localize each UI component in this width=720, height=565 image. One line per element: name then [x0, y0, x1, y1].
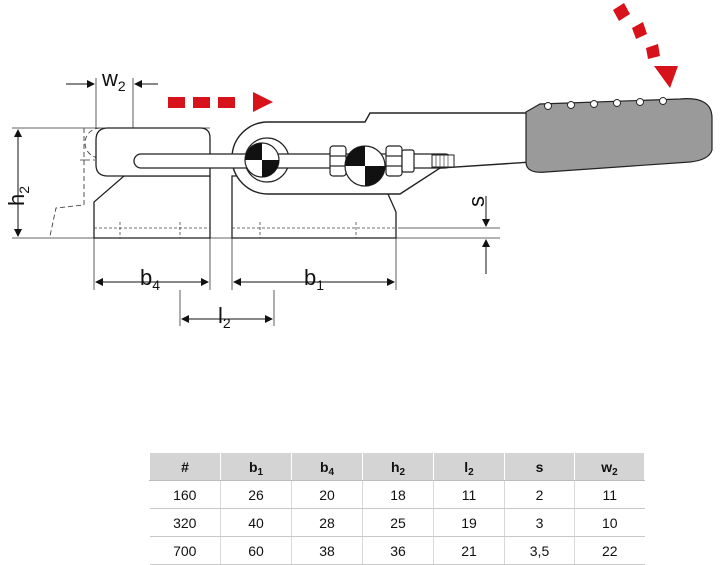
label-b1: b1: [304, 265, 324, 293]
column-header: w2: [574, 452, 645, 481]
column-header: b1: [220, 452, 292, 481]
table-row: 160 26 20 18 11 2 11: [149, 480, 645, 509]
table-cell: 28: [291, 508, 363, 537]
table-cell: 3,5: [504, 536, 575, 565]
table-cell: 320: [149, 508, 221, 537]
table-cell: 11: [574, 480, 645, 509]
column-header: #: [149, 452, 221, 481]
pivot-marker-icon: [244, 142, 280, 178]
center-marker-icon: [344, 145, 386, 187]
label-l2: l2: [218, 303, 231, 331]
grip-ridges: [544, 97, 667, 110]
label-b4: b4: [140, 265, 160, 293]
base-holes: [94, 222, 396, 238]
column-header: h2: [362, 452, 434, 481]
table-cell: 21: [433, 536, 505, 565]
column-header: b4: [291, 452, 363, 481]
handle-grip: [525, 98, 713, 173]
table-cell: 3: [504, 508, 575, 537]
label-h2: h2: [4, 186, 32, 206]
table-cell: 19: [433, 508, 505, 537]
table-cell: 700: [149, 536, 221, 565]
spindle-tip: [431, 154, 455, 168]
table-row: 320 40 28 25 19 3 10: [149, 508, 645, 537]
table-cell: 2: [504, 480, 575, 509]
table-cell: 22: [574, 536, 645, 565]
column-header: l2: [433, 452, 505, 481]
latch-hook: [95, 127, 211, 177]
table-cell: 26: [220, 480, 292, 509]
hex-nuts: [329, 145, 415, 177]
column-header: s: [504, 452, 575, 481]
table-row: 700 60 38 36 21 3,5 22: [149, 536, 645, 565]
table-cell: 10: [574, 508, 645, 537]
table-cell: 40: [220, 508, 292, 537]
thread-lines: [435, 155, 449, 167]
table-cell: 38: [291, 536, 363, 565]
table-cell: 20: [291, 480, 363, 509]
label-w2: w2: [101, 66, 126, 94]
table-header-row: # b1 b4 h2 l2 s w2: [149, 452, 645, 481]
table-cell: 36: [362, 536, 434, 565]
dimension-table: # b1 b4 h2 l2 s w2 160 26 20 18 11 2 11 …: [149, 452, 645, 565]
close-direction-arrow: [613, 3, 678, 88]
label-s: s: [464, 196, 489, 207]
table-cell: 160: [149, 480, 221, 509]
table-cell: 25: [362, 508, 434, 537]
table-cell: 11: [433, 480, 505, 509]
push-direction-arrow: [168, 92, 273, 112]
table-cell: 18: [362, 480, 434, 509]
dimension-lines: [14, 80, 490, 323]
table-cell: 60: [220, 536, 292, 565]
